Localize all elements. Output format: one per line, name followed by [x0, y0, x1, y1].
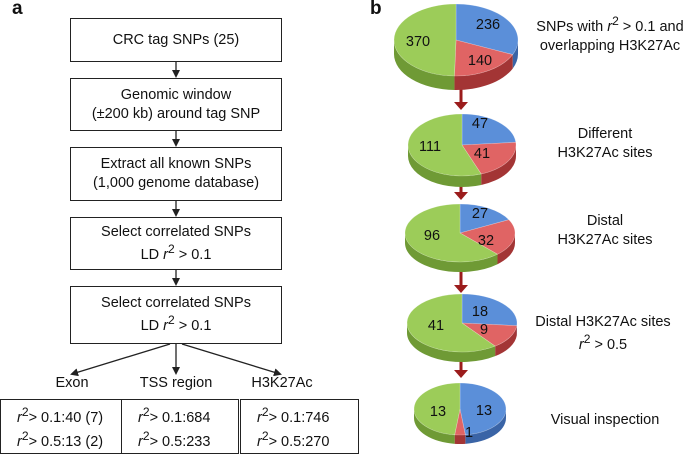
step-box-extract-snps: Extract all known SNPs (1,000 genome dat… [70, 147, 282, 201]
pie-value-green: 41 [428, 318, 444, 334]
step-box-genomic-window: Genomic window (±200 kb) around tag SNP [70, 78, 282, 131]
pie-side-red [497, 233, 515, 265]
pie-slice-red [454, 408, 466, 436]
pie-value-green: 111 [419, 139, 441, 155]
branch-arrow-exon [70, 343, 171, 377]
pie-side-green [393, 40, 455, 90]
result-row: r2> 0.5:233 [138, 429, 211, 451]
pie-value-blue: 27 [472, 206, 488, 222]
pie-value-red: 9 [480, 322, 488, 338]
pie-label-5: Visual inspection [550, 412, 660, 428]
pie-label-2: Different H3K27Ac sites [557, 126, 653, 162]
pie-side-green [406, 323, 496, 362]
step-text: Genomic window [120, 86, 232, 103]
pie-value-green: 13 [430, 404, 446, 420]
pie-value-green: 96 [424, 228, 440, 244]
step-text: (1,000 genome database) [92, 175, 260, 191]
pie-value-red: 1 [465, 425, 473, 441]
step-threshold: LD r2 > 0.1 [140, 313, 212, 334]
pie-chart-4: 18 9 41 [406, 293, 518, 362]
result-row: r2> 0.1:684 [138, 405, 211, 426]
pie-side-blue [465, 409, 506, 444]
step-threshold: LD r2 > 0.1 [140, 241, 212, 263]
pie-side-red [454, 434, 466, 444]
step-box-select-correlated-1: Select correlated SNPs LD r2 > 0.1 [70, 217, 282, 270]
panel-b-letter: b [370, 0, 382, 19]
pie-slice-green [404, 203, 499, 263]
pie-label-3: Distal H3K27Ac sites [557, 213, 653, 249]
step-text: Extract all known SNPs [100, 156, 252, 173]
pie-chart-2: 47 41 111 [407, 113, 517, 188]
pie-slice-green [413, 382, 461, 436]
pie-side-green [408, 145, 482, 188]
step-text: Select correlated SNPs [101, 295, 251, 312]
pie-slice-green [407, 113, 482, 177]
pie-label-1: SNPs with r2 > 0.1 and overlapping H3K27… [536, 14, 684, 54]
pie-side-red [454, 54, 513, 90]
category-label-tss: TSS region [139, 375, 213, 391]
pie-slice-red [461, 141, 517, 175]
pie-value-red: 41 [474, 146, 490, 162]
pie-value-blue: 47 [472, 116, 488, 132]
result-row: r2> 0.5:13 (2) [17, 429, 104, 451]
pie-value-green: 370 [406, 34, 430, 50]
pie-side-red [495, 325, 517, 357]
result-box-h3k27ac: r2> 0.1:746 r2> 0.5:270 [240, 399, 359, 454]
category-label-exon: Exon [55, 375, 89, 391]
pie-value-red: 140 [468, 53, 492, 69]
pie-value-blue: 13 [476, 403, 492, 419]
category-label-h3k27ac: H3K27Ac [251, 375, 313, 391]
result-row: r2> 0.5:270 [257, 429, 330, 451]
pie-chart-1: 236 140 370 [393, 3, 519, 90]
pie-slice-blue [455, 3, 519, 55]
pie-side-red [481, 145, 516, 185]
step-text: (±200 kb) around tag SNP [91, 105, 261, 122]
pie-slice-blue [459, 382, 507, 436]
pie-slice-green [406, 293, 496, 353]
pie-slice-red [459, 219, 516, 255]
pie-slice-blue [459, 203, 510, 234]
branch-arrow-h3k27ac [181, 343, 282, 377]
pie-side-green [413, 409, 455, 444]
pie-value-red: 32 [478, 233, 494, 249]
pie-value-blue: 236 [476, 17, 500, 33]
result-box-tss: r2> 0.1:684 r2> 0.5:233 [121, 399, 239, 454]
step-box-select-correlated-2: Select correlated SNPs LD r2 > 0.1 [70, 286, 282, 344]
panel-a-letter: a [12, 0, 23, 19]
pie-slice-red [460, 322, 518, 347]
pie-slice-green [393, 3, 457, 77]
pie-label-4: Distal H3K27Ac sites r2 > 0.5 [535, 314, 671, 353]
pie-side-green [405, 233, 498, 272]
step-text: CRC tag SNPs (25) [112, 31, 240, 48]
result-row: r2> 0.1:746 [257, 405, 330, 426]
pie-slice-blue [461, 113, 517, 146]
result-row: r2> 0.1:40 (7) [17, 405, 104, 426]
step-box-tag-snps: CRC tag SNPs (25) [70, 18, 282, 62]
pie-value-blue: 18 [472, 304, 488, 320]
pie-slice-red [454, 39, 514, 77]
step-text: Select correlated SNPs [101, 223, 251, 240]
pie-slice-blue [461, 293, 518, 326]
pie-chart-3: 27 32 96 [404, 203, 516, 272]
pie-flow-arrow-2 [454, 185, 468, 200]
result-box-exon: r2> 0.1:40 (7) r2> 0.5:13 (2) [0, 399, 130, 454]
pie-side-blue [512, 40, 518, 69]
